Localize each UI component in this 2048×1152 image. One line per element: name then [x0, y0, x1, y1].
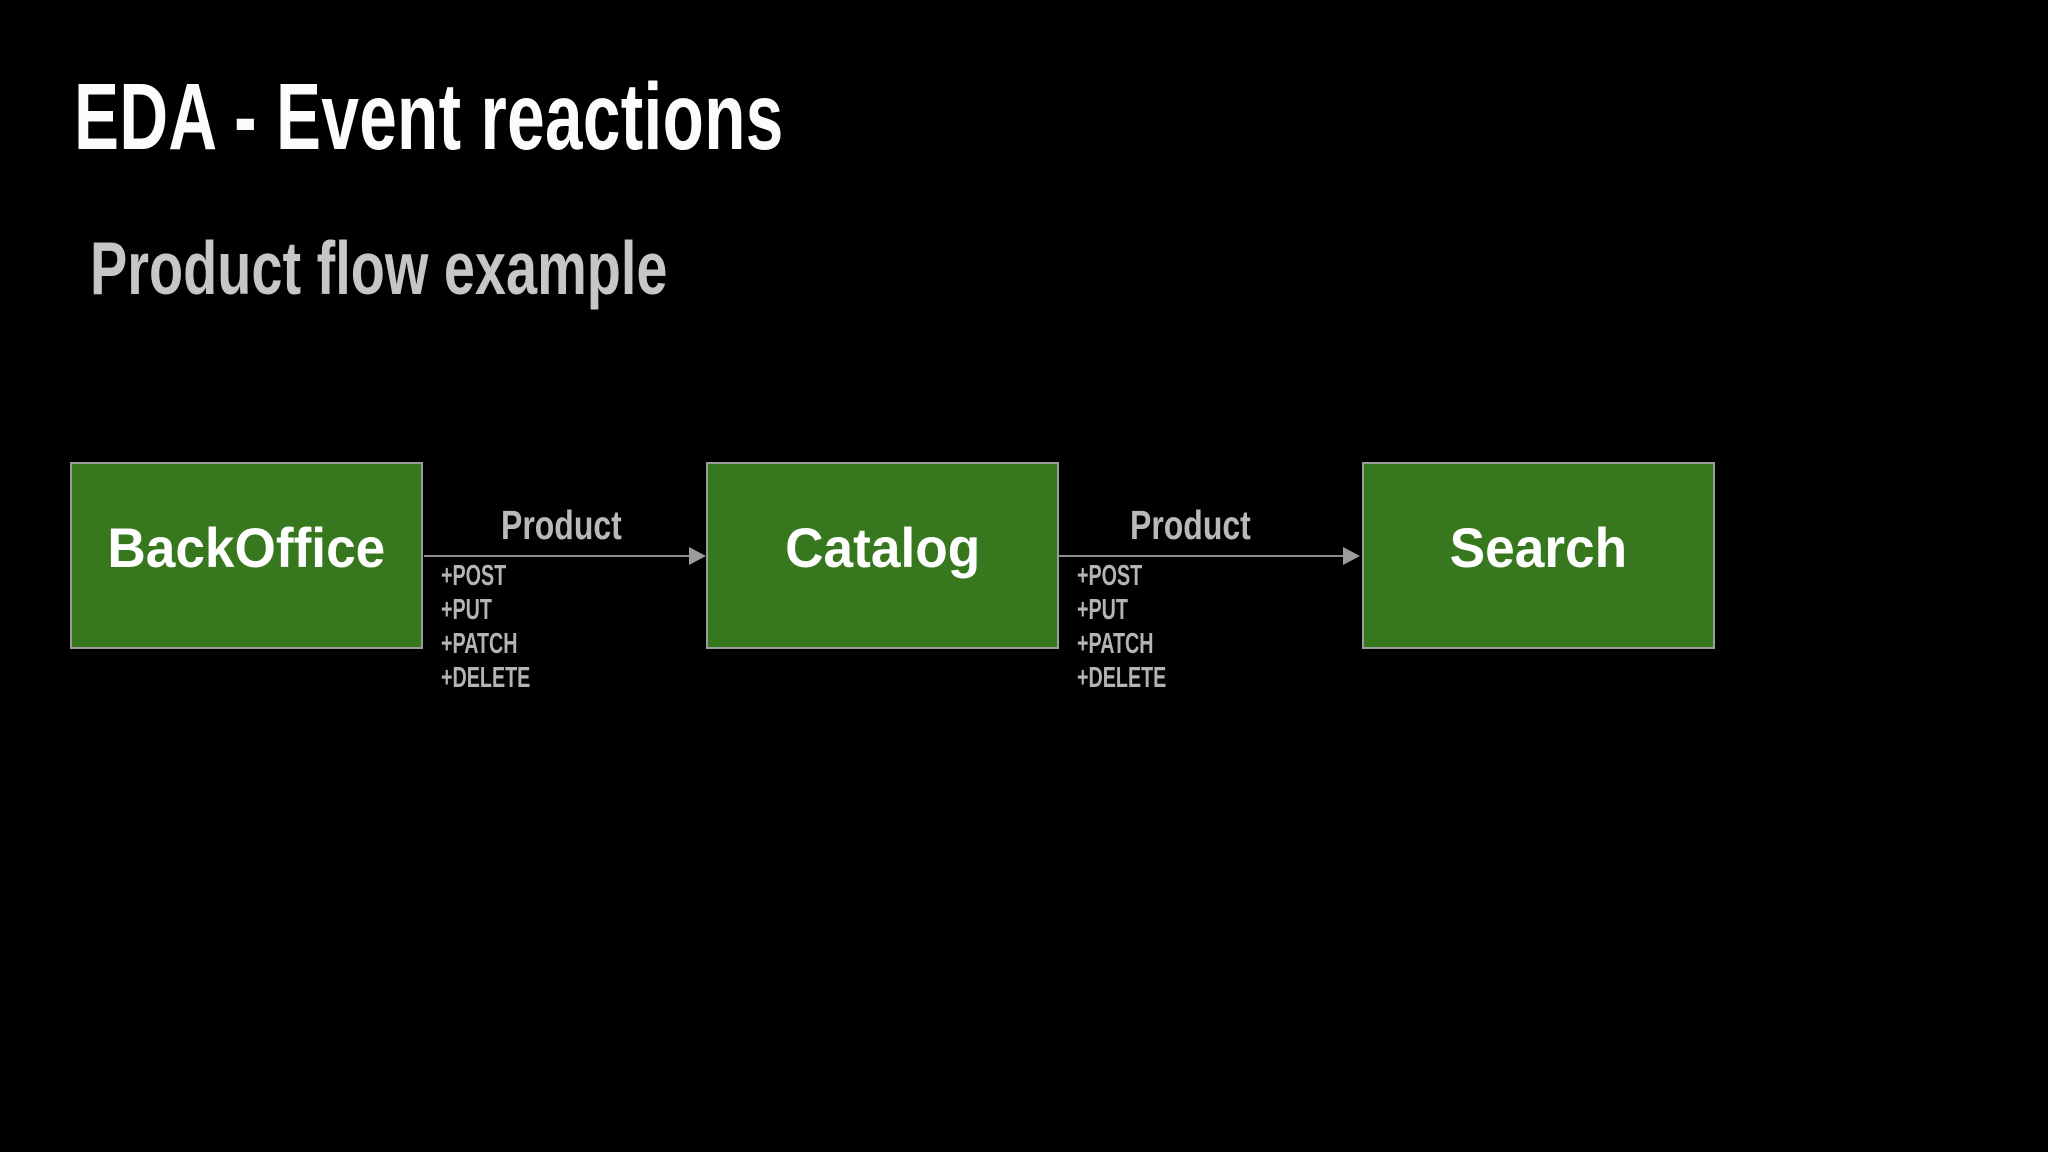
connector-line	[424, 555, 692, 557]
connector-methods-list: +POST +PUT +PATCH +DELETE	[441, 559, 530, 695]
method-item: +DELETE	[441, 662, 531, 694]
arrow-right-icon	[689, 547, 706, 565]
method-item: +PUT	[441, 594, 492, 626]
node-search: Search	[1362, 462, 1715, 649]
method-item: +PATCH	[1077, 628, 1154, 660]
node-backoffice-label: BackOffice	[107, 516, 386, 579]
node-backoffice: BackOffice	[70, 462, 423, 649]
method-item: +PUT	[1077, 594, 1128, 626]
method-item: +POST	[441, 560, 507, 592]
arrow-right-icon	[1343, 547, 1360, 565]
node-catalog: Catalog	[706, 462, 1059, 649]
slide-title: EDA - Event reactions	[74, 64, 784, 170]
connector-label: Product	[501, 502, 622, 548]
slide-subtitle: Product flow example	[90, 226, 668, 310]
node-search-label: Search	[1449, 516, 1628, 579]
method-item: +DELETE	[1077, 662, 1167, 694]
connector-line	[1059, 555, 1346, 557]
connector-methods-list: +POST +PUT +PATCH +DELETE	[1077, 559, 1166, 695]
connector-label: Product	[1130, 502, 1251, 548]
node-catalog-label: Catalog	[784, 516, 981, 579]
method-item: +PATCH	[441, 628, 518, 660]
method-item: +POST	[1077, 560, 1143, 592]
